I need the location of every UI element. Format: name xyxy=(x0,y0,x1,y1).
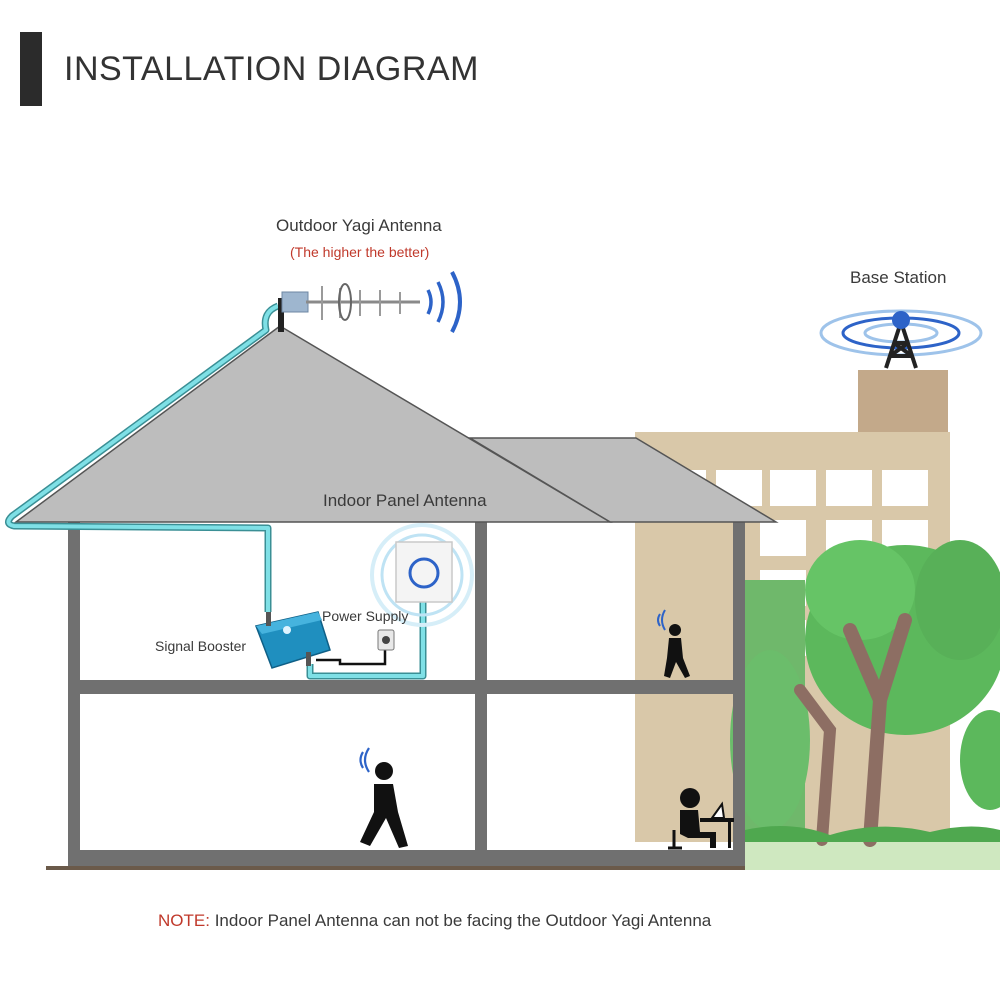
base-station-tower xyxy=(819,309,983,369)
trees xyxy=(730,540,1000,847)
ground-line xyxy=(46,866,758,870)
power-supply xyxy=(316,629,395,666)
signal-booster xyxy=(254,611,331,669)
signal-booster-label: Signal Booster xyxy=(155,638,247,654)
indoor-panel-antenna-label: Indoor Panel Antenna xyxy=(323,491,487,510)
person-upstairs xyxy=(657,609,690,678)
note-separator: : xyxy=(205,911,210,930)
base-station-label: Base Station xyxy=(850,268,947,287)
page-title: INSTALLATION DIAGRAM xyxy=(64,50,479,88)
installation-note: NOTE: Indoor Panel Antenna can not be fa… xyxy=(158,911,711,931)
header-accent-bar xyxy=(20,32,42,106)
yagi-antenna xyxy=(278,271,462,333)
outdoor-antenna-hint: (The higher the better) xyxy=(290,244,430,260)
note-key: NOTE xyxy=(158,911,206,930)
indoor-panel-antenna xyxy=(370,523,474,627)
coax-cable xyxy=(5,302,427,680)
roof xyxy=(13,325,779,523)
note-text: Indoor Panel Antenna can not be facing t… xyxy=(209,911,712,930)
person-at-desk xyxy=(668,788,734,850)
person-downstairs-walking xyxy=(359,747,408,848)
outdoor-antenna-label: Outdoor Yagi Antenna xyxy=(276,216,442,235)
power-supply-label: Power Supply xyxy=(322,608,409,624)
house-structure xyxy=(68,520,745,866)
